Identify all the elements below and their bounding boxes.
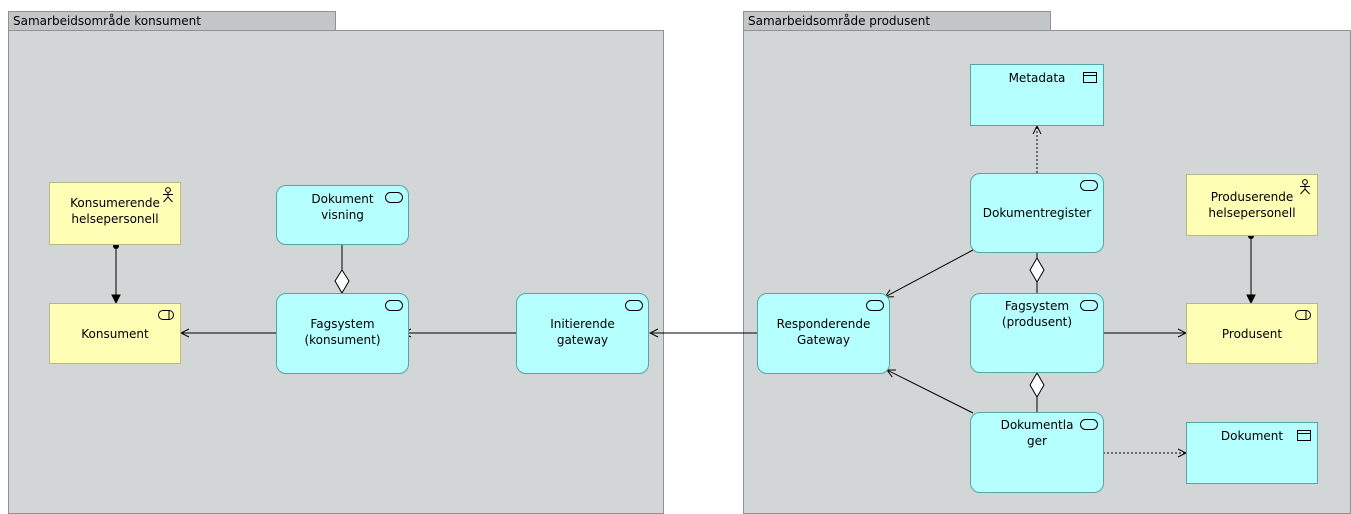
aggregation-diamond-visning bbox=[334, 269, 350, 294]
consumer-group-tab[interactable]: Samarbeidsområde konsument bbox=[8, 11, 336, 31]
business-service-icon bbox=[158, 310, 174, 320]
actor-icon bbox=[1300, 179, 1310, 195]
dokumentregister-node[interactable]: Dokumentregister bbox=[970, 173, 1104, 253]
fagsystem-konsument-node[interactable]: Fagsystem (konsument) bbox=[276, 293, 409, 374]
dokumentlager-label: Dokumentla ger bbox=[1000, 418, 1074, 448]
metadata-node[interactable]: Metadata bbox=[970, 64, 1104, 126]
fagsystem-produsent-label: Fagsystem (produsent) bbox=[1001, 299, 1073, 329]
responderende-label: Responderende Gateway bbox=[776, 317, 871, 347]
konsumerende-label: Konsumerende helsepersonell bbox=[70, 196, 160, 226]
aggregation-diamond-fagsystem bbox=[1029, 372, 1045, 398]
dokument-visning-node[interactable]: Dokument visning bbox=[276, 185, 409, 245]
fagsystem-konsument-label: Fagsystem (konsument) bbox=[304, 317, 381, 347]
application-service-icon bbox=[385, 300, 403, 311]
business-service-icon bbox=[1295, 310, 1311, 320]
application-service-icon bbox=[385, 192, 403, 203]
produsent-label: Produsent bbox=[1221, 327, 1283, 341]
application-service-icon bbox=[866, 300, 884, 311]
application-service-icon bbox=[1080, 419, 1098, 430]
produserende-helsepersonell-node[interactable]: Produserende helsepersonell bbox=[1186, 174, 1318, 236]
application-service-icon bbox=[1080, 180, 1098, 191]
edge-dokumentlager-responderende bbox=[887, 370, 974, 414]
dokument-label: Dokument bbox=[1220, 429, 1284, 443]
konsument-node[interactable]: Konsument bbox=[49, 303, 181, 364]
edge-dokumentregister-responderende bbox=[885, 249, 974, 297]
initierende-label: Initierende gateway bbox=[550, 317, 615, 347]
dokumentlager-node[interactable]: Dokumentla ger bbox=[970, 412, 1104, 493]
produsent-node[interactable]: Produsent bbox=[1186, 303, 1318, 364]
dokumentregister-label: Dokumentregister bbox=[982, 206, 1092, 220]
producer-group-label: Samarbeidsområde produsent bbox=[748, 14, 931, 28]
dokument-visning-label: Dokument visning bbox=[311, 192, 374, 222]
konsument-label: Konsument bbox=[81, 327, 149, 341]
produserende-label: Produserende helsepersonell bbox=[1208, 190, 1296, 220]
data-object-icon bbox=[1083, 72, 1097, 83]
application-service-icon bbox=[625, 300, 643, 311]
responderende-gateway-node[interactable]: Responderende Gateway bbox=[757, 293, 890, 374]
konsumerende-helsepersonell-node[interactable]: Konsumerende helsepersonell bbox=[49, 182, 181, 245]
producer-group-tab[interactable]: Samarbeidsområde produsent bbox=[743, 11, 1051, 31]
metadata-label: Metadata bbox=[1008, 71, 1066, 85]
consumer-group-label: Samarbeidsområde konsument bbox=[13, 14, 201, 28]
initierende-gateway-node[interactable]: Initierende gateway bbox=[516, 293, 649, 374]
data-object-icon bbox=[1297, 430, 1311, 441]
application-service-icon bbox=[1080, 300, 1098, 311]
aggregation-diamond-dokumentregister bbox=[1029, 257, 1045, 283]
fagsystem-produsent-node[interactable]: Fagsystem (produsent) bbox=[970, 293, 1104, 373]
actor-icon bbox=[163, 187, 173, 203]
dokument-node[interactable]: Dokument bbox=[1186, 422, 1318, 484]
